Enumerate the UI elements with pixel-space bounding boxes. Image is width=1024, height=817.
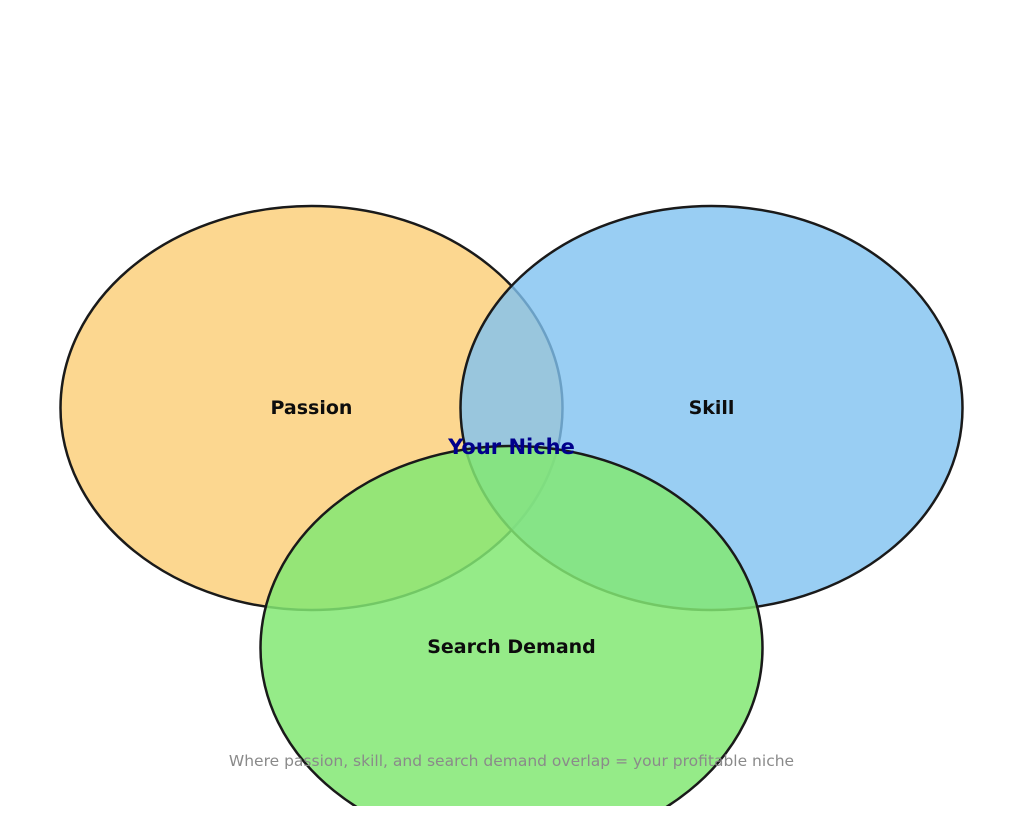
figure-caption: Where passion, skill, and search demand … bbox=[229, 752, 794, 770]
venn-circles-group bbox=[59, 204, 964, 806]
skill-label: Skill bbox=[689, 397, 735, 419]
search-demand-circle-outline bbox=[259, 444, 764, 806]
passion-label: Passion bbox=[271, 397, 353, 419]
search-demand-label: Search Demand bbox=[427, 636, 596, 658]
search-demand-circle bbox=[260, 446, 763, 806]
your-niche-label: Your Niche bbox=[447, 435, 575, 459]
